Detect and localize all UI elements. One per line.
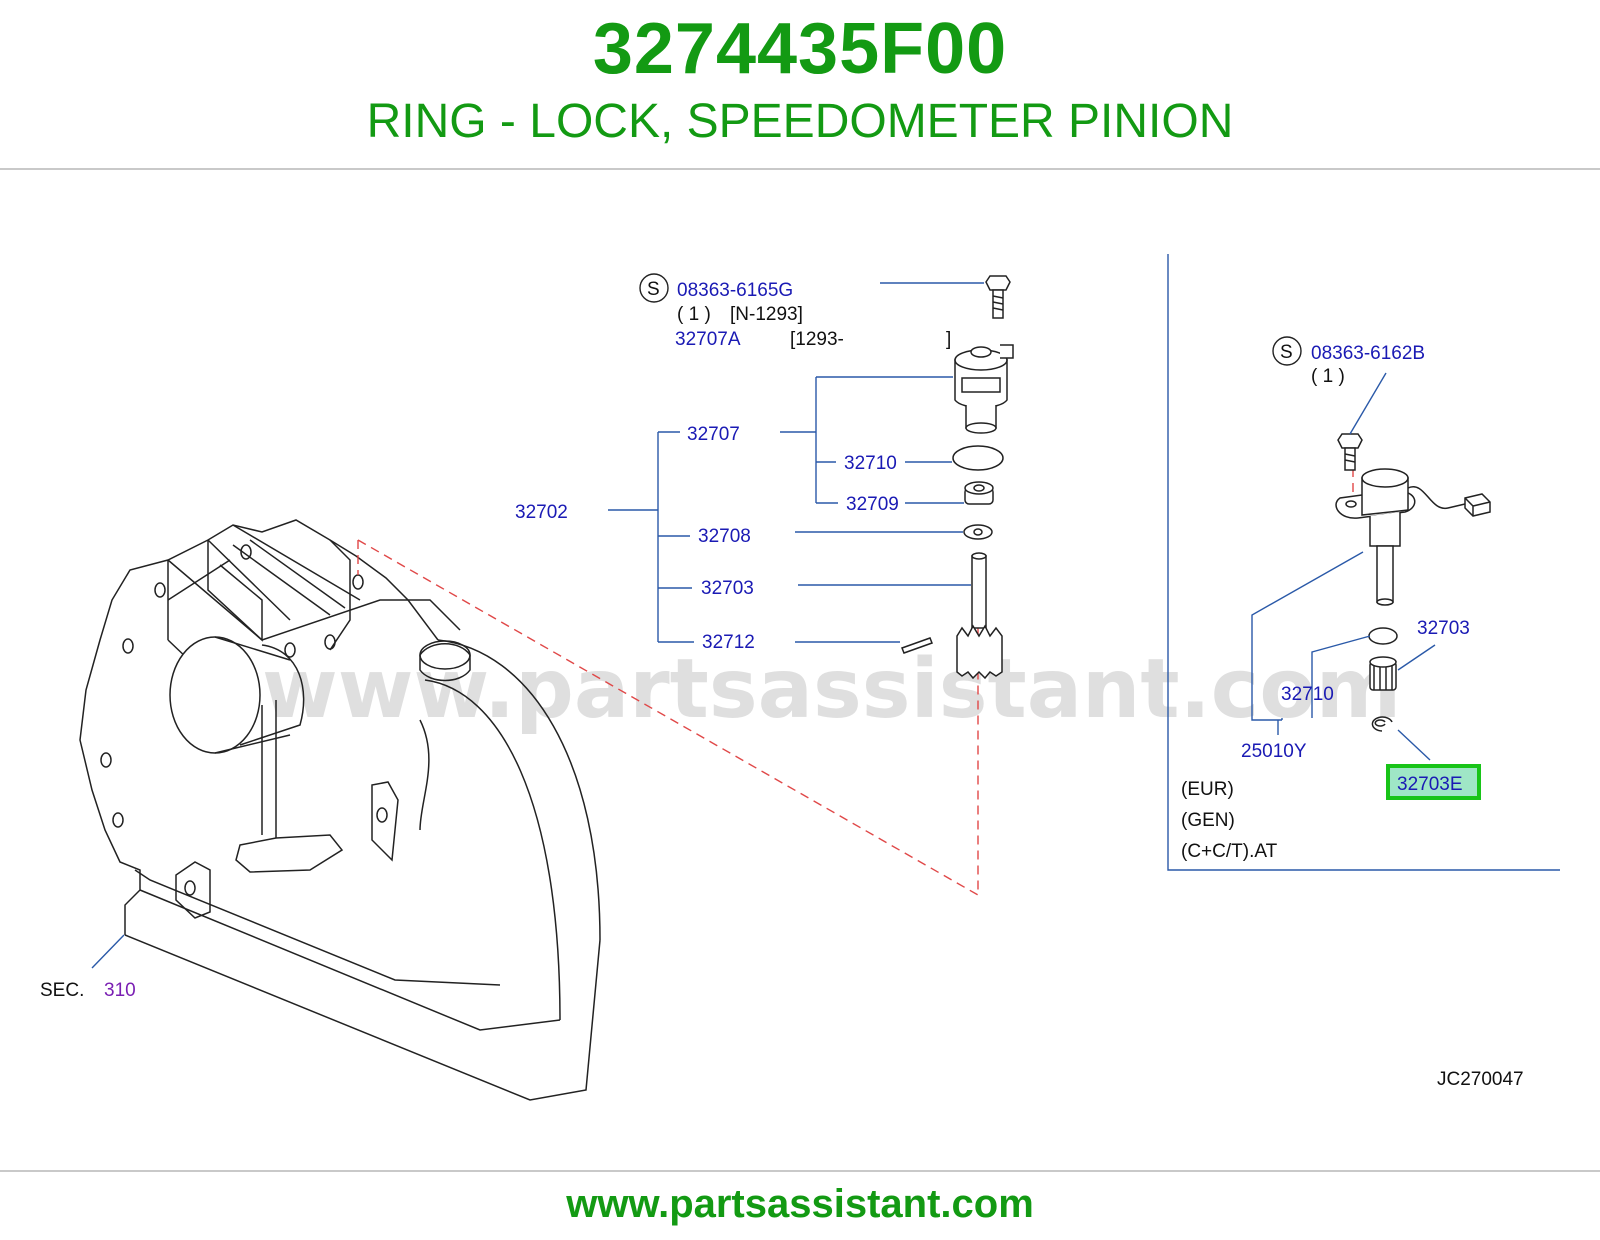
callout-32703E-highlighted[interactable]: 32703E xyxy=(1397,774,1463,795)
part-description: RING - LOCK, SPEEDOMETER PINION xyxy=(366,95,1234,148)
part-number: 3274435F00 xyxy=(592,9,1008,89)
callout-32703-right: 32703 xyxy=(1417,618,1470,639)
header-divider xyxy=(0,168,1600,170)
callout-screw-right-qty: ( 1 ) xyxy=(1311,366,1345,387)
footer-divider xyxy=(0,1170,1600,1172)
standard-part-symbol: S xyxy=(647,279,660,300)
callout-32708: 32708 xyxy=(698,526,751,547)
callout-screw-main-qty: ( 1 ) xyxy=(677,304,711,325)
callout-25010Y: 25010Y xyxy=(1241,741,1307,762)
callout-32702: 32702 xyxy=(515,502,568,523)
callout-screw-main: 08363-6165G xyxy=(677,280,793,301)
note-gen: (GEN) xyxy=(1181,810,1235,831)
sec-label: SEC. xyxy=(40,980,84,1001)
note-transmission: (C+C/T).AT xyxy=(1181,841,1278,862)
speedometer-pinion-assembly-drawing xyxy=(901,275,1014,680)
callout-32712: 32712 xyxy=(702,632,755,653)
watermark: www.partsassistant.com xyxy=(262,642,1401,737)
variant-frame xyxy=(1167,254,1560,871)
highlight-box xyxy=(1386,764,1481,800)
callout-alt-part: 32707A xyxy=(675,329,741,350)
standard-part-symbol-right: S xyxy=(1280,342,1293,363)
speed-sensor-assembly-drawing xyxy=(1335,433,1491,732)
callout-screw-main-range: [N-1293] xyxy=(730,304,803,325)
callout-32709: 32709 xyxy=(846,494,899,515)
note-eur: (EUR) xyxy=(1181,779,1234,800)
footer-url[interactable]: www.partsassistant.com xyxy=(566,1182,1034,1226)
callout-32707: 32707 xyxy=(687,424,740,445)
callout-32703-left: 32703 xyxy=(701,578,754,599)
callout-32710-right: 32710 xyxy=(1281,684,1334,705)
drawing-code: JC270047 xyxy=(1437,1069,1524,1090)
callout-screw-right: 08363-6162B xyxy=(1311,343,1425,364)
callout-alt-range-start: [1293- xyxy=(790,329,844,350)
sec-number: 310 xyxy=(104,980,136,1001)
transmission-housing-drawing xyxy=(79,519,601,1101)
callout-32710-left: 32710 xyxy=(844,453,897,474)
callout-alt-range-end: ] xyxy=(946,329,951,350)
